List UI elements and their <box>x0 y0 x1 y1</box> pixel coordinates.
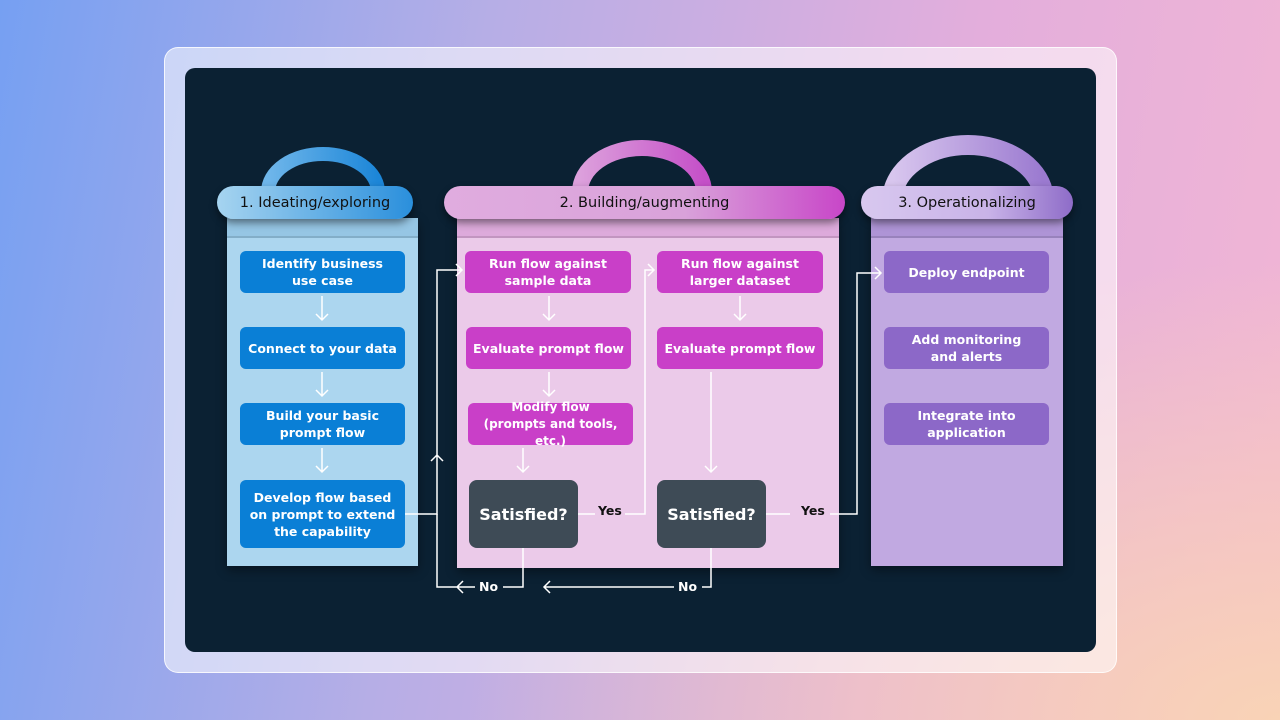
step-add-monitoring[interactable]: Add monitoring and alerts <box>884 327 1049 369</box>
step-build-prompt-flow[interactable]: Build your basic prompt flow <box>240 403 405 445</box>
step-develop-flow[interactable]: Develop flow based on prompt to extend t… <box>240 480 405 548</box>
yes-label-a: Yes <box>598 503 622 518</box>
stage-1-title: 1. Ideating/exploring <box>217 186 413 219</box>
no-label-a: No <box>479 579 499 594</box>
handle-arc-3 <box>883 135 1053 195</box>
yes-b-line <box>766 266 883 515</box>
step-run-sample[interactable]: Run flow against sample data <box>465 251 631 293</box>
yes-a-line <box>578 263 656 515</box>
step-identify-use-case[interactable]: Identify business use case <box>240 251 405 293</box>
step-integrate[interactable]: Integrate into application <box>884 403 1049 445</box>
arrows-stage-1 <box>315 296 329 474</box>
no-lines <box>436 514 712 594</box>
handle-arc-2 <box>572 140 712 193</box>
stage-2-title: 2. Building/augmenting <box>444 186 845 219</box>
decision-satisfied-a[interactable]: Satisfied? <box>469 480 578 548</box>
stage-3-title: 3. Operationalizing <box>861 186 1073 219</box>
step-run-larger[interactable]: Run flow against larger dataset <box>657 251 823 293</box>
decision-satisfied-b[interactable]: Satisfied? <box>657 480 766 548</box>
no-label-b: No <box>678 579 698 594</box>
develop-to-run-sample <box>405 263 464 515</box>
step-evaluate-a[interactable]: Evaluate prompt flow <box>466 327 631 369</box>
yes-label-b: Yes <box>801 503 825 518</box>
step-modify-flow[interactable]: Modify flow (prompts and tools, etc.) <box>468 400 633 448</box>
arrows-stage-2 <box>516 296 747 474</box>
handle-arc-1 <box>261 147 385 193</box>
step-deploy-endpoint[interactable]: Deploy endpoint <box>884 251 1049 293</box>
step-evaluate-b[interactable]: Evaluate prompt flow <box>657 327 823 369</box>
step-connect-data[interactable]: Connect to your data <box>240 327 405 369</box>
